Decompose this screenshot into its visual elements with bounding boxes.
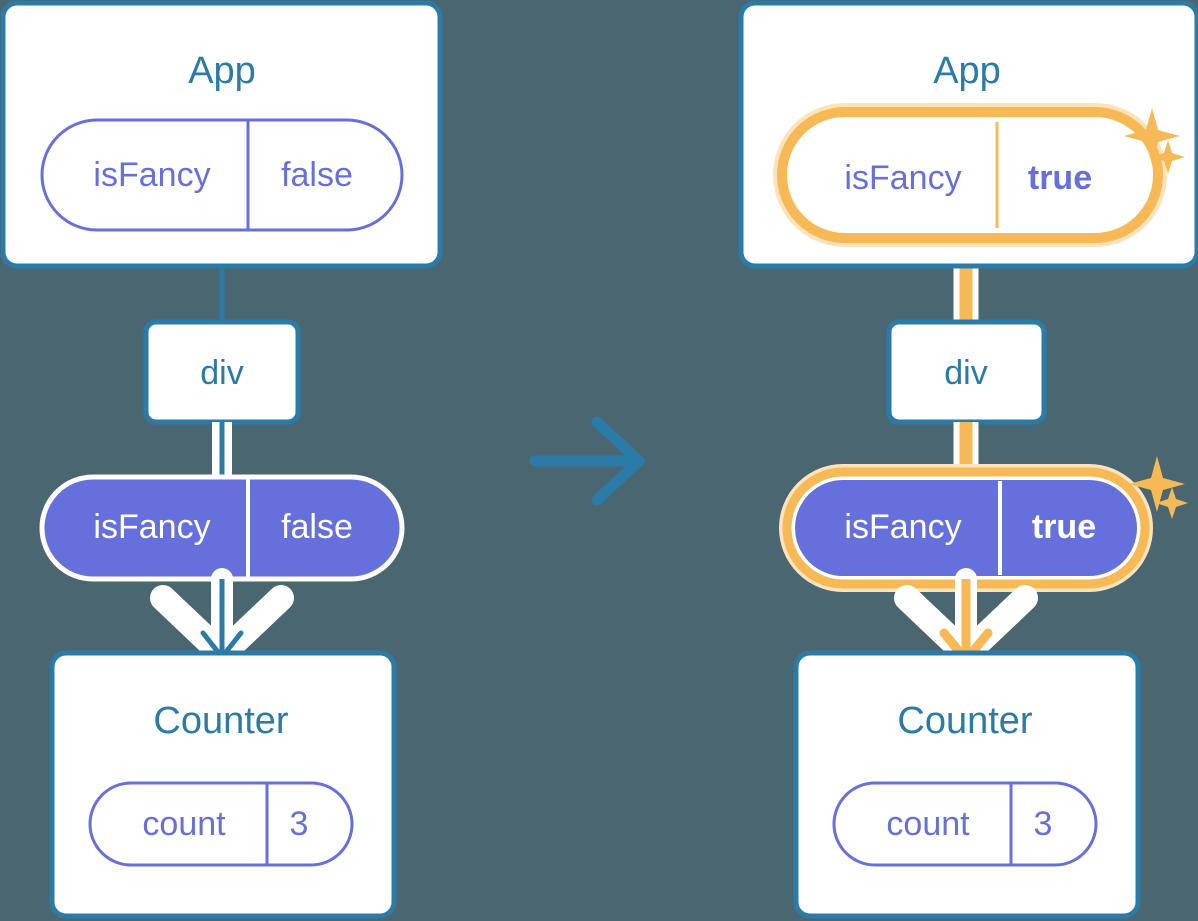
sparkle-icon-prop-right (1129, 456, 1188, 519)
arrow-right-icon (529, 416, 645, 506)
app-pill-value-left: false (281, 156, 353, 194)
prop-pill-value-left: false (281, 508, 353, 546)
app-pill-key-left: isFancy (93, 156, 210, 194)
app-pill-ring-right (777, 107, 1163, 243)
counter-card-title-left: Counter (153, 700, 289, 742)
app-pill-value-right: true (1028, 159, 1092, 197)
app-pill-left (40, 118, 404, 232)
counter-pill-key-left: count (142, 805, 226, 843)
counter-pill-value-right: 3 (1034, 805, 1053, 843)
prop-pill-key-left: isFancy (93, 508, 210, 546)
div-node-label-left: div (200, 354, 243, 392)
prop-pill-key-right: isFancy (844, 508, 961, 546)
app-card-title-left: App (188, 50, 256, 92)
app-card-title-right: App (933, 50, 1001, 92)
counter-pill-left (88, 781, 354, 867)
app-pill-key-right: isFancy (844, 159, 961, 197)
div-node-label-right: div (944, 354, 987, 392)
counter-pill-value-left: 3 (290, 805, 309, 843)
sparkle-icon-app-right (1124, 108, 1185, 174)
counter-pill-right (832, 781, 1098, 867)
prop-pill-value-right: true (1032, 508, 1096, 546)
counter-pill-key-right: count (886, 805, 970, 843)
prop-pill-right (795, 480, 1137, 576)
counter-card-title-right: Counter (897, 700, 1033, 742)
